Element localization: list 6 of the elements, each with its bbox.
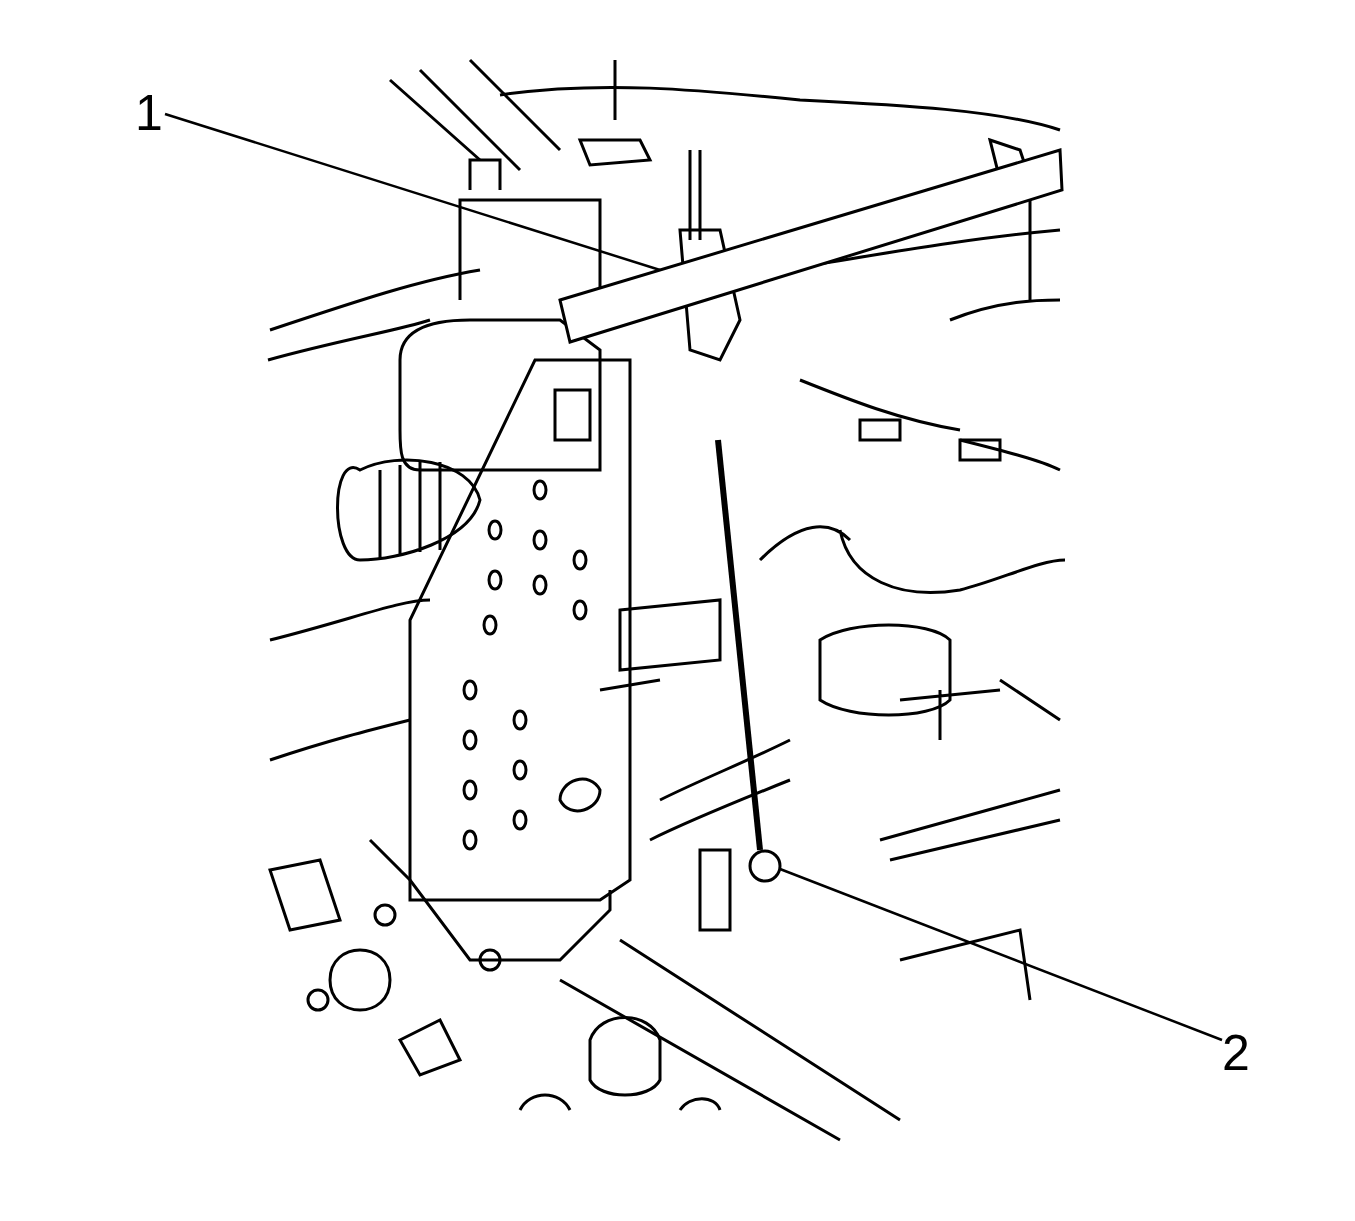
callout-number: 2 [1222,1028,1250,1078]
leader-line [164,112,661,272]
callout-number: 1 [135,88,163,138]
leader-line [779,867,1223,1042]
support-beam [558,148,1064,344]
hook-drawing [715,439,782,883]
